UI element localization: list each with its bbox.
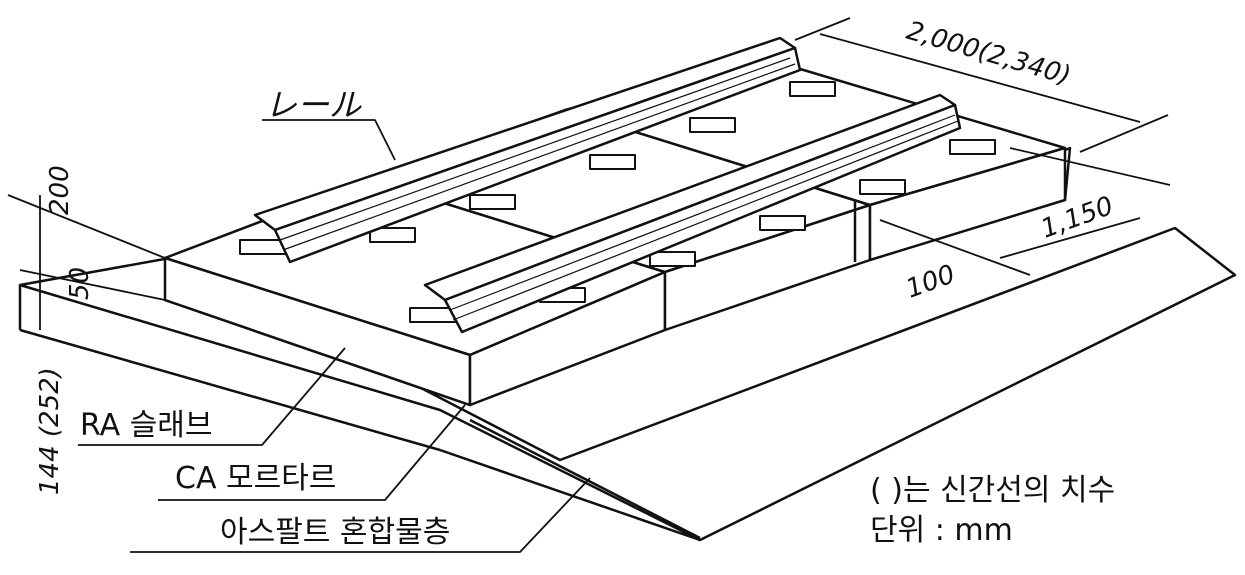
note-shinkansen: ( )는 신간선의 치수 [870,473,1115,508]
note-unit: 단위 : mm [870,513,1013,548]
dim-gap: 100 [902,259,959,304]
asphalt-label: 아스팔트 혼합물층 [220,515,450,550]
dim-base-height: 144 (252) [35,367,65,495]
rail-pads [239,81,996,323]
dim-mortar-height: 50 [65,267,95,300]
leader-lines [78,119,591,553]
rail-right [423,93,962,334]
rail-left [253,36,802,264]
ca-mortar-label: CA 모르타르 [175,461,336,496]
ra-slab-label: RA 슬래브 [80,408,213,443]
rail-label: レール [265,86,362,124]
dim-slab-height: 200 [45,165,75,215]
dimension-lines [7,17,1171,330]
